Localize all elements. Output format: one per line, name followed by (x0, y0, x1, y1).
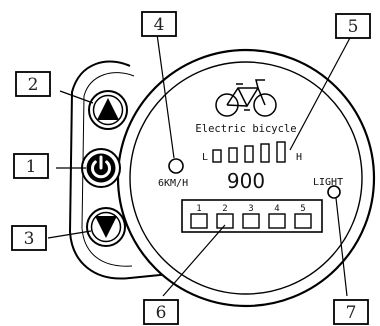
battery-bar (244, 145, 254, 163)
bicycle-icon (215, 79, 277, 117)
battery-bar (228, 147, 238, 163)
callout-number: 1 (26, 157, 37, 177)
brand-label: Electric bicycle (195, 123, 296, 135)
assist-level-number: 4 (274, 204, 279, 214)
callout-line-2 (59, 90, 94, 104)
display-inner-ring (129, 61, 363, 295)
callout-line-6 (162, 224, 226, 297)
battery-low-label: L (202, 152, 208, 163)
housing-outline (68, 60, 171, 280)
callout-line-4 (156, 33, 175, 159)
callout-line-7 (335, 197, 348, 297)
light-indicator (327, 185, 341, 199)
callout-number: 2 (28, 75, 39, 95)
walk-assist-label: 6KM/H (158, 178, 188, 189)
battery-high-label: H (296, 152, 302, 163)
callout-5: 5 (335, 13, 371, 39)
callout-number: 4 (154, 15, 165, 35)
assist-level-number: 2 (222, 204, 227, 214)
power-icon (91, 155, 111, 179)
callout-1: 1 (13, 153, 49, 179)
battery-bar (212, 149, 222, 163)
callout-6: 6 (143, 299, 179, 325)
triangle-down-icon (95, 216, 117, 238)
assist-level-number: 5 (300, 204, 305, 214)
up-button[interactable] (88, 90, 128, 130)
battery-bar (276, 141, 286, 163)
callout-7: 7 (333, 299, 369, 325)
callout-number: 7 (346, 303, 357, 323)
walk-assist-indicator (168, 158, 184, 174)
triangle-up-icon (97, 98, 119, 120)
down-button[interactable] (86, 207, 126, 247)
callout-4: 4 (141, 11, 177, 37)
callout-line-5 (289, 35, 352, 151)
assist-level-box (216, 213, 234, 229)
assist-level-box (190, 213, 208, 229)
assist-level-box (268, 213, 286, 229)
callout-2: 2 (15, 71, 51, 97)
callout-number: 5 (348, 17, 359, 37)
callout-3: 3 (11, 225, 47, 251)
callout-number: 3 (24, 229, 35, 249)
assist-level-number: 3 (248, 204, 253, 214)
assist-level-box (242, 213, 260, 229)
light-label: LIGHT (313, 177, 343, 188)
power-button[interactable] (81, 148, 121, 188)
callout-number: 6 (156, 303, 167, 323)
assist-level-box (294, 213, 312, 229)
assist-level-indicators: 1 2 3 4 5 (190, 204, 312, 229)
battery-indicator (212, 141, 286, 163)
speed-reading: 900 (227, 169, 265, 193)
callout-line-3 (47, 230, 92, 239)
battery-bar (260, 143, 270, 163)
assist-level-number: 1 (196, 204, 201, 214)
